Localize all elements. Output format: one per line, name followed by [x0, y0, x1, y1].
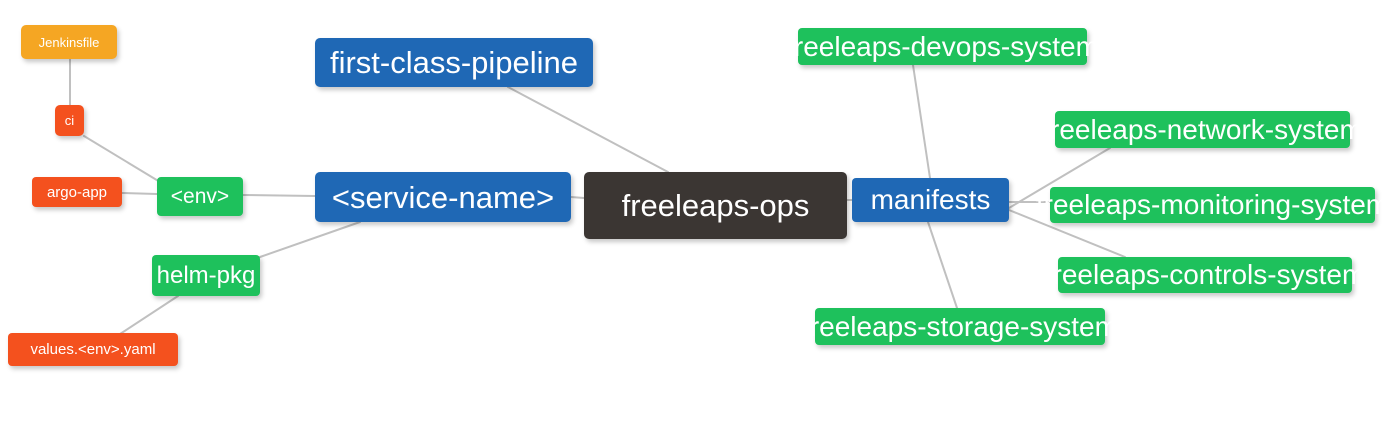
mindmap-node-helm-pkg[interactable]: helm-pkg	[152, 255, 260, 296]
edge-env-to-service-name	[242, 194, 316, 197]
mindmap-node-label: argo-app	[46, 183, 108, 201]
mindmap-node-label: <env>	[170, 185, 230, 208]
mindmap-node-label: <service-name>	[331, 179, 555, 215]
mindmap-node-freeleaps-ops[interactable]: freeleaps-ops	[584, 172, 847, 239]
edge-first-class-pipeline-to-freeleaps-ops	[507, 86, 669, 173]
mindmap-node-label: ci	[64, 113, 75, 128]
mindmap-node-ci[interactable]: ci	[55, 105, 84, 136]
mindmap-node-label: freeleaps-network-system	[1042, 113, 1363, 145]
mindmap-node-label: manifests	[870, 184, 991, 215]
mindmap-node-label: first-class-pipeline	[329, 45, 579, 80]
mindmap-node-values-yaml[interactable]: values.<env>.yaml	[8, 333, 178, 366]
mindmap-node-env[interactable]: <env>	[157, 177, 243, 216]
mindmap-node-storage-system[interactable]: freeleaps-storage-system	[802, 308, 1118, 345]
edge-helm-pkg-to-values-yaml	[119, 295, 179, 335]
mindmap-node-devops-system[interactable]: freeleaps-devops-system	[786, 28, 1099, 65]
edge-service-name-to-freeleaps-ops	[570, 196, 585, 199]
mindmap-node-monitoring-system[interactable]: freeleaps-monitoring-system	[1036, 187, 1389, 223]
edge-manifests-to-storage-system	[927, 221, 958, 309]
mindmap-node-network-system[interactable]: freeleaps-network-system	[1042, 111, 1363, 148]
edge-manifests-to-devops-system	[912, 64, 931, 179]
mindmap-node-label: freeleaps-controls-system	[1044, 259, 1366, 290]
mindmap-node-label: Jenkinsfile	[38, 34, 100, 50]
mindmap-node-label: values.<env>.yaml	[30, 341, 156, 358]
mindmap-node-manifests[interactable]: manifests	[852, 178, 1009, 222]
mindmap-node-label: freeleaps-monitoring-system	[1035, 189, 1390, 220]
mindmap-node-label: freeleaps-devops-system	[786, 30, 1099, 62]
edge-ci-to-env	[83, 135, 161, 183]
edge-service-name-to-helm-pkg	[259, 221, 361, 258]
mindmap-node-label: freeleaps-storage-system	[802, 310, 1118, 342]
mindmap-node-service-name[interactable]: <service-name>	[315, 172, 571, 222]
mindmap-node-label: helm-pkg	[156, 261, 256, 289]
mindmap-node-jenkinsfile[interactable]: Jenkinsfile	[21, 25, 117, 59]
edge-argo-app-to-env	[121, 192, 158, 195]
mindmap-node-controls-system[interactable]: freeleaps-controls-system	[1045, 257, 1365, 293]
mindmap-node-first-class-pipeline[interactable]: first-class-pipeline	[315, 38, 593, 87]
mindmap-node-label: freeleaps-ops	[621, 188, 810, 223]
mindmap-node-argo-app[interactable]: argo-app	[32, 177, 122, 207]
